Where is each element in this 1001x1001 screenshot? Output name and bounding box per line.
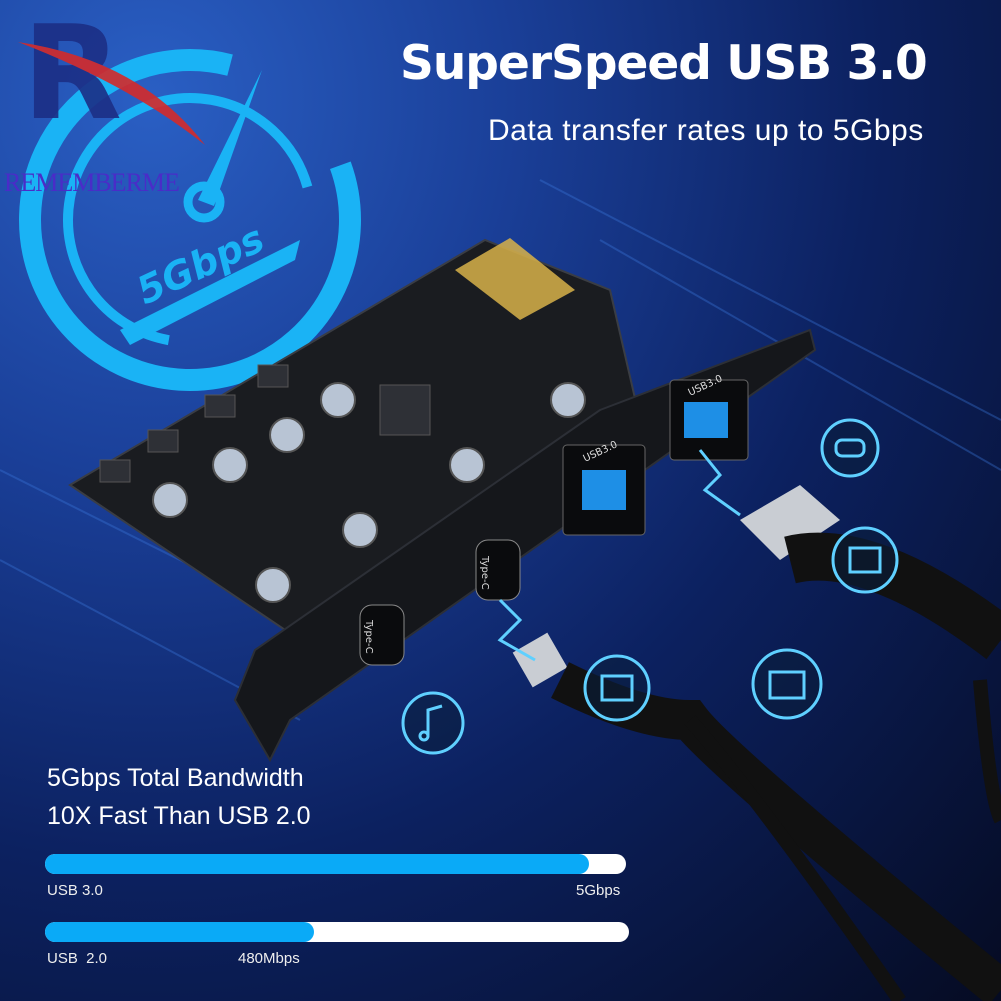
- music-icon: [401, 691, 465, 755]
- gamepad-icon: [820, 418, 880, 478]
- usb2-speed-fill: [45, 922, 314, 942]
- usb3-label: USB 3.0: [47, 882, 103, 899]
- video-icon: [583, 654, 651, 722]
- bandwidth-line-1: 5Gbps Total Bandwidth: [47, 764, 304, 792]
- pcie-card: [68, 238, 817, 763]
- port-label: Type-C: [363, 619, 374, 654]
- watermark-logo: R: [18, 0, 205, 149]
- usb2-speed-bar: [45, 922, 629, 942]
- usb2-label: USB 2.0: [47, 950, 108, 967]
- port-label: Type-C: [479, 555, 490, 590]
- usb2-value: 480Mbps: [238, 950, 300, 967]
- page-subtitle: Data transfer rates up to 5Gbps: [488, 114, 924, 147]
- folder-icon: [751, 648, 823, 720]
- speedometer-graphic: [19, 49, 361, 391]
- usb3-speed-fill: [45, 854, 589, 874]
- image-icon: [831, 526, 899, 594]
- usb3-value: 5Gbps: [576, 882, 621, 899]
- watermark-text: REMEMBERME: [4, 168, 180, 197]
- page-title: SuperSpeed USB 3.0: [400, 36, 928, 91]
- usb3-speed-bar: [45, 854, 626, 874]
- bandwidth-line-2: 10X Fast Than USB 2.0: [47, 802, 311, 830]
